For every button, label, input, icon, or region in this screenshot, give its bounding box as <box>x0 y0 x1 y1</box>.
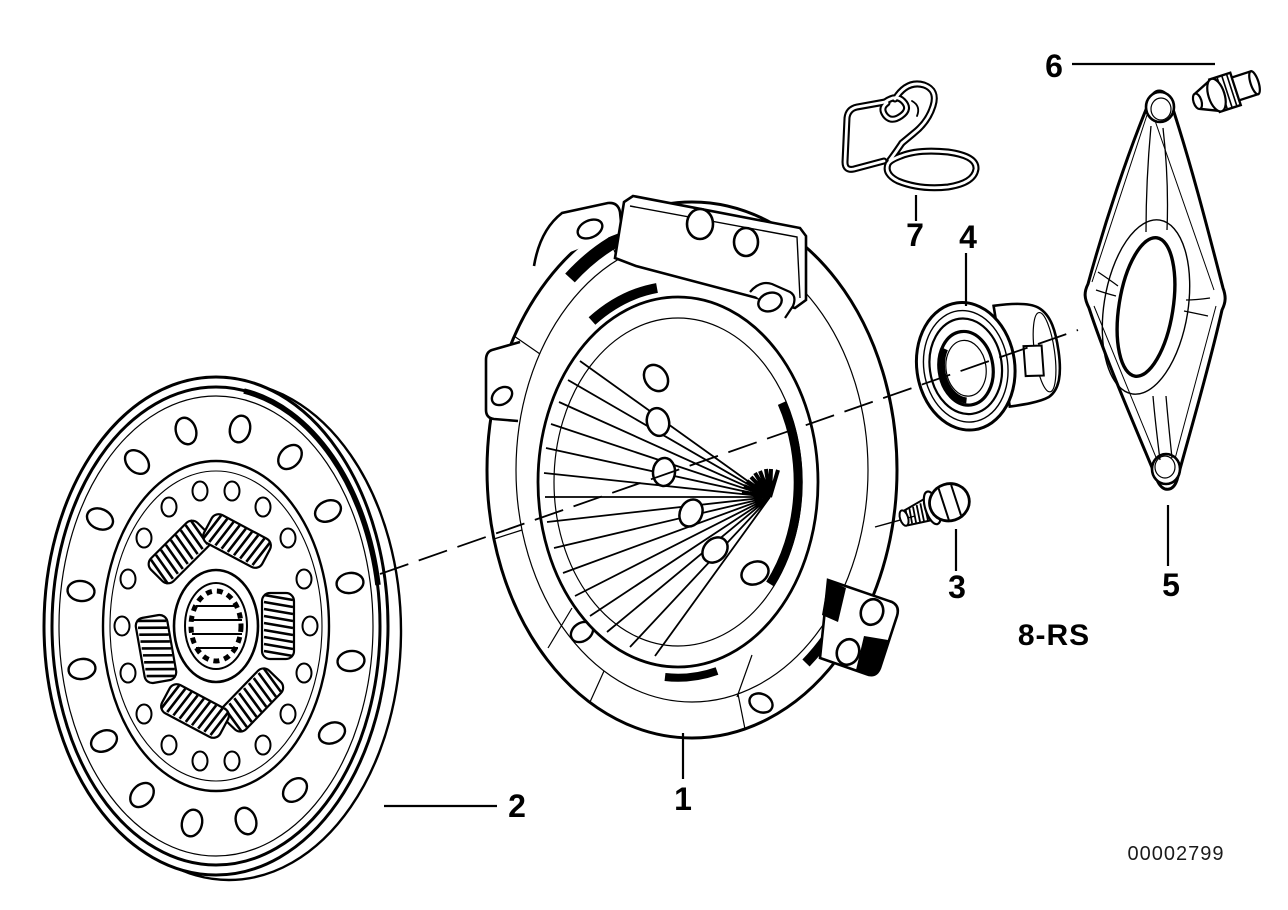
release-bearing <box>914 301 1062 432</box>
variant-code-label: 8-RS <box>1017 619 1091 652</box>
retaining-spring-clip <box>845 84 976 188</box>
callout-5[interactable]: 5 <box>1162 567 1180 603</box>
disc-rivet-holes-outer <box>66 414 366 838</box>
callout-6[interactable]: 6 <box>1045 48 1063 84</box>
callout-3[interactable]: 3 <box>948 569 966 605</box>
hex-bolt <box>898 482 971 527</box>
pressure-plate-bottom-right-lug <box>818 578 900 677</box>
leader-lines <box>384 62 1215 808</box>
center-axis-line <box>379 329 1079 575</box>
cover-plate <box>1083 89 1227 491</box>
clutch-disc <box>42 375 403 882</box>
drawing-number: 00002799 <box>1127 843 1225 865</box>
callout-4[interactable]: 4 <box>959 219 977 255</box>
pressure-plate <box>484 194 900 740</box>
disc-rivet-holes-inner <box>113 480 319 772</box>
callout-7[interactable]: 7 <box>906 217 924 253</box>
disc-splined-hub <box>172 568 260 684</box>
callout-1[interactable]: 1 <box>674 781 692 817</box>
finger-rivets <box>642 363 770 586</box>
callout-2[interactable]: 2 <box>508 788 526 824</box>
dowel-pin <box>1191 69 1261 114</box>
finger-hub-hatching <box>741 468 780 499</box>
pressure-plate-top-bracket <box>613 194 808 310</box>
